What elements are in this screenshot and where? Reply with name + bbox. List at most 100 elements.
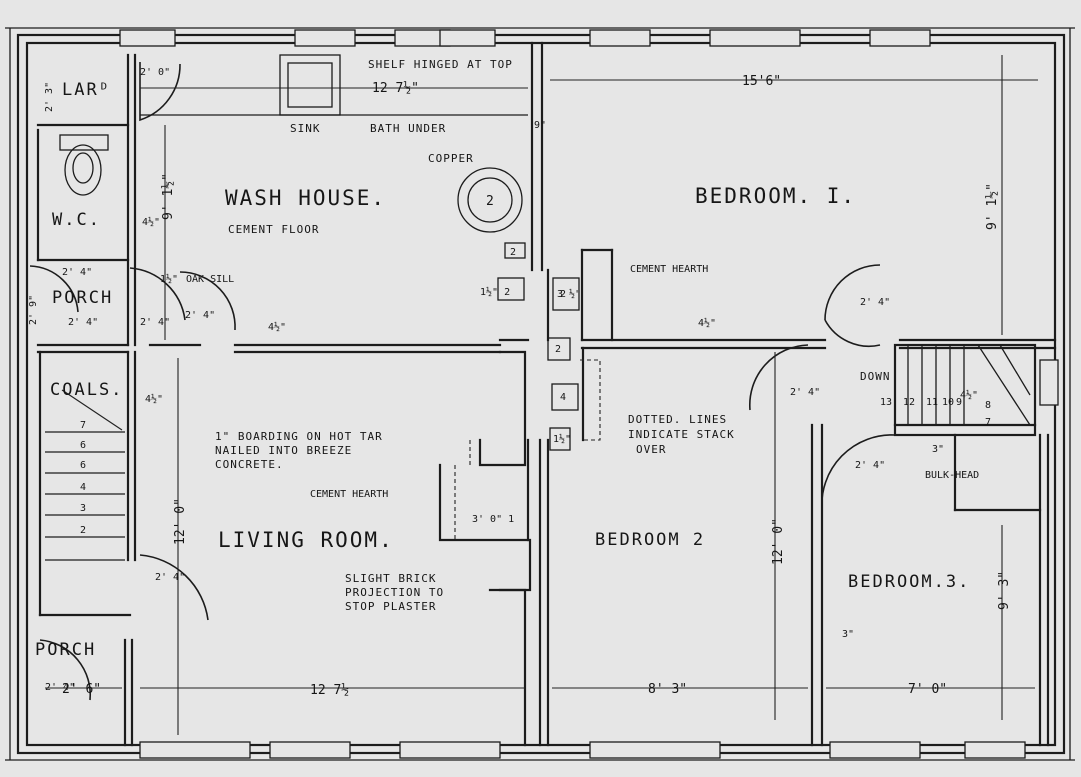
dim-wall-e: 4½": [960, 389, 978, 401]
note-boarding-3: CONCRETE.: [215, 458, 284, 471]
note-cement-hearth-living: CEMENT HEARTH: [310, 489, 388, 500]
annotations: SHELF HINGED AT TOP SINK BATH UNDER COPP…: [186, 58, 979, 613]
dim-door-g: 2' 4": [45, 682, 75, 693]
copper: [457, 167, 523, 233]
dim-bed1-width: 15'6": [742, 74, 781, 89]
stair-step-number: 8: [985, 400, 991, 411]
dimension-labels: 12 7½" 15'6" 9' 1½" 9' 1½" 12' 0" 12 7½ …: [28, 67, 1012, 698]
dim-living-width: 12 7½: [310, 683, 349, 698]
dim-flue-g: 1½": [553, 433, 571, 445]
dimension-lines: [45, 55, 1038, 735]
note-cement-hearth-bed: CEMENT HEARTH: [630, 264, 708, 275]
coal-step-number: 3: [80, 503, 86, 514]
note-dotted-3: OVER: [636, 443, 667, 456]
note-dotted-1: DOTTED. LINES: [628, 413, 727, 426]
stair-step-number: 9: [956, 397, 962, 408]
note-cement-floor: CEMENT FLOOR: [228, 223, 319, 236]
note-boarding-2: NAILED INTO BREEZE: [215, 444, 352, 457]
flue-boxes: [497, 242, 580, 451]
dim-flue-e: 2: [560, 289, 566, 300]
dim-wall-h: 9": [534, 120, 546, 131]
interior-walls: [36, 41, 1057, 747]
dim-porch-width: 2' 6": [62, 682, 101, 697]
coal-step-number: 7: [80, 420, 86, 431]
dim-flue-c: 1½" 2: [480, 286, 510, 298]
dim-porch-depth: 2' 9": [28, 295, 39, 325]
dim-door-f: 2' 4": [155, 572, 185, 583]
dim-door-a: 2' 0": [140, 67, 170, 78]
note-boarding-1: 1" BOARDING ON HOT TAR: [215, 430, 383, 443]
dim-wall-a: 4½": [142, 216, 160, 228]
coal-step-numbers: 7 6 6 4 3 2: [80, 420, 86, 536]
dim-door-c: 2' 4": [68, 317, 98, 328]
note-bath: BATH UNDER: [370, 122, 446, 135]
dim-wall-g: 3": [842, 629, 854, 640]
room-porch-top: PORCH: [52, 288, 113, 308]
note-bulkhead: BULK-HEAD: [925, 470, 979, 481]
room-larder: LARᴰ: [62, 80, 111, 100]
note-dotted-2: INDICATE STACK: [628, 428, 735, 441]
dim-larder-depth: 2' 3": [44, 82, 55, 112]
coal-step-number: 6: [80, 460, 86, 471]
stair-step-number: 11: [926, 397, 938, 408]
dim-copper-no: 2: [486, 194, 494, 209]
dim-bed2-width: 8' 3": [648, 682, 687, 697]
dim-flue-h: 3' 0" 1: [472, 514, 514, 525]
dim-door-i: 2' 4": [790, 387, 820, 398]
note-copper: COPPER: [428, 152, 474, 165]
dim-wall-c: 4½": [698, 317, 716, 329]
note-brick-3: STOP PLASTER: [345, 600, 436, 613]
dim-wall-f: 3": [932, 444, 944, 455]
stair-step-number: 7: [985, 417, 991, 428]
room-wash-house: WASH HOUSE.: [225, 186, 386, 210]
dim-flue-a: 2: [510, 247, 516, 258]
stair-step-number: 12: [903, 397, 915, 408]
dim-bed1-depth: 9' 1½": [985, 183, 1000, 230]
dim-flue-b: 2: [555, 344, 561, 355]
stair-step-number: 13: [880, 397, 892, 408]
room-living: LIVING ROOM.: [218, 528, 394, 552]
dim-bed2-depth: 12' 0": [771, 518, 786, 565]
room-labels: LARᴰ W.C. PORCH COALS. PORCH WASH HOUSE.…: [35, 80, 970, 660]
door-swings: [29, 62, 896, 701]
dim-door-b: 2' 4": [62, 267, 92, 278]
dim-door-j: 2' 4": [855, 460, 885, 471]
dim-door-h: 2' 4": [860, 297, 890, 308]
dim-sill: 1½": [160, 273, 178, 285]
fixtures: [59, 54, 523, 233]
dim-flue-d: 3 ½": [557, 288, 581, 300]
room-bedroom-1: BEDROOM. I.: [695, 184, 856, 208]
dim-bed3-width: 7' 0": [908, 682, 947, 697]
windows: [119, 29, 1059, 759]
dim-wall-b: 4½": [268, 321, 286, 333]
dim-wash-depth: 9' 1½": [161, 173, 176, 220]
coal-step-number: 6: [80, 440, 86, 451]
dim-flue-f: 4: [560, 392, 566, 403]
coal-step-number: 4: [80, 482, 86, 493]
sink: [279, 54, 341, 116]
room-bedroom-2: BEDROOM 2: [595, 530, 705, 550]
dotted-stack-lines: [454, 359, 601, 540]
room-wc: W.C.: [52, 210, 101, 230]
stair-step-number: 10: [942, 397, 954, 408]
wc-pan: [64, 144, 102, 196]
stair-step-numbers: 13 12 11 10 9 8 7: [880, 397, 991, 428]
note-shelf: SHELF HINGED AT TOP: [368, 58, 513, 71]
note-brick-2: PROJECTION TO: [345, 586, 444, 599]
note-down: DOWN: [860, 370, 891, 383]
dim-door-d: 2' 4": [140, 317, 170, 328]
room-bedroom-3: BEDROOM.3.: [848, 572, 970, 592]
note-sink: SINK: [290, 122, 321, 135]
room-coals: COALS.: [50, 380, 123, 400]
note-oak-sill: OAK SILL: [186, 274, 234, 285]
dim-wash-width: 12 7½": [372, 81, 419, 96]
note-brick-1: SLIGHT BRICK: [345, 572, 436, 585]
dim-wall-d: 4½": [145, 393, 163, 405]
dim-living-depth: 12' 0": [173, 498, 188, 545]
dim-bed3-depth: 9' 3": [997, 571, 1012, 610]
dim-door-e: 2' 4": [185, 310, 215, 321]
room-porch-bottom: PORCH: [35, 640, 96, 660]
stair-treads: [907, 344, 1031, 426]
coal-step-number: 2: [80, 525, 86, 536]
